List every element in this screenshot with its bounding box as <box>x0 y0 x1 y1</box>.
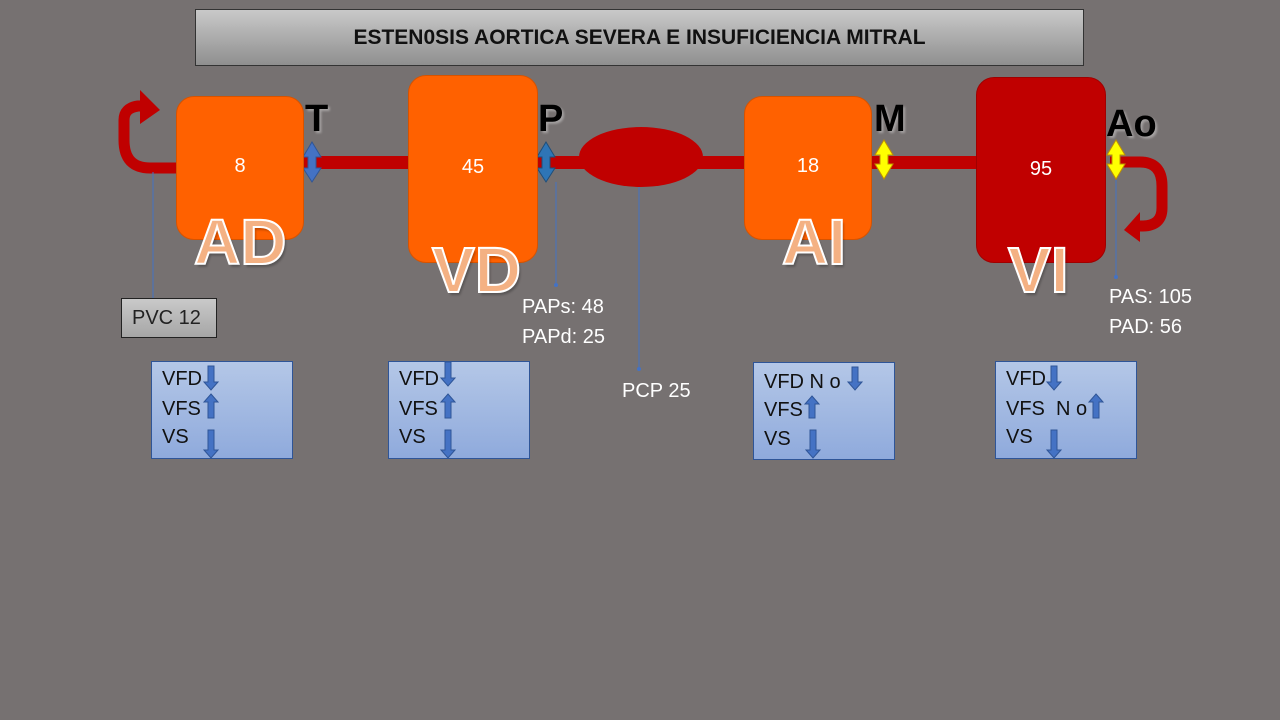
label-ad: AD <box>193 206 287 278</box>
pas-readout: PAS: 105 PAD: 56 <box>1109 282 1192 342</box>
chamber-vd-pressure: 45 <box>461 156 485 178</box>
mitral-valve-icon <box>874 139 894 180</box>
papd-value: PAPd: 25 <box>522 326 606 348</box>
page-title: ESTEN0SIS AORTICA SEVERA E INSUFICIENCIA… <box>195 9 1084 66</box>
label-vd: VD <box>431 234 522 306</box>
tricuspid-valve-icon <box>302 141 322 183</box>
valve-label-t: T <box>305 98 329 140</box>
volume-box-ad: VFD VFS VS <box>151 361 293 459</box>
box-vd-vs: VS <box>399 426 426 448</box>
valve-label-m: M <box>874 98 906 140</box>
chamber-vi-pressure: 95 <box>1029 158 1053 180</box>
aortic-outflow-arrowhead <box>1124 212 1140 242</box>
box-vi-vfd: VFD <box>1006 368 1046 390</box>
label-vi: VI <box>1007 234 1069 306</box>
vessel-ad-vd <box>300 156 410 169</box>
pvc-box: PVC 12 <box>121 298 217 338</box>
pcp-pointer-dot <box>637 367 641 371</box>
aortic-outflow-arrow <box>1110 156 1168 232</box>
box-vi-vfs: VFS N o <box>1006 398 1088 420</box>
box-ad-vfd: VFD <box>162 368 202 390</box>
chamber-vd: 45 <box>408 75 538 263</box>
box-vd-vfs: VFS <box>399 398 438 420</box>
box-ad-vs: VS <box>162 426 189 448</box>
pcp-value: PCP 25 <box>622 380 691 402</box>
pas-value: PAS: 105 <box>1109 286 1193 308</box>
box-ad-vfs: VFS <box>162 398 201 420</box>
pap-pointer-dot <box>554 283 558 287</box>
box-ai-vfs: VFS <box>764 399 803 421</box>
aortic-valve-icon <box>1106 139 1126 180</box>
pulmonary-valve-icon <box>536 141 556 183</box>
box-ai-vs: VS <box>764 428 791 450</box>
vessel-ai-vi <box>870 156 978 169</box>
volume-box-ai: VFD N o VFS VS <box>753 362 895 460</box>
chamber-ai: 18 <box>744 96 872 240</box>
pad-value: PAD: 56 <box>1109 316 1182 338</box>
volume-box-vd: VFD VFS VS <box>388 361 530 459</box>
pas-pointer-dot <box>1114 275 1118 279</box>
pap-readout: PAPs: 48 PAPd: 25 <box>522 292 605 352</box>
chamber-vi: 95 <box>976 77 1106 263</box>
label-ai: AI <box>781 206 847 278</box>
chamber-ai-pressure: 18 <box>796 155 820 177</box>
chamber-ad-pressure: 8 <box>234 155 246 177</box>
paps-value: PAPs: 48 <box>522 296 604 318</box>
lung-circulation <box>579 127 703 187</box>
box-ai-vfd: VFD N o <box>764 371 841 393</box>
box-vi-vs: VS <box>1006 426 1033 448</box>
venous-return-arrowhead <box>140 90 160 124</box>
venous-return-arrow <box>118 100 180 174</box>
valve-label-ao: Ao <box>1106 103 1157 145</box>
valve-label-p: P <box>538 98 564 140</box>
chamber-ad: 8 <box>176 96 304 240</box>
volume-box-vi: VFD VFS N o VS <box>995 361 1137 459</box>
box-vd-vfd: VFD <box>399 368 439 390</box>
